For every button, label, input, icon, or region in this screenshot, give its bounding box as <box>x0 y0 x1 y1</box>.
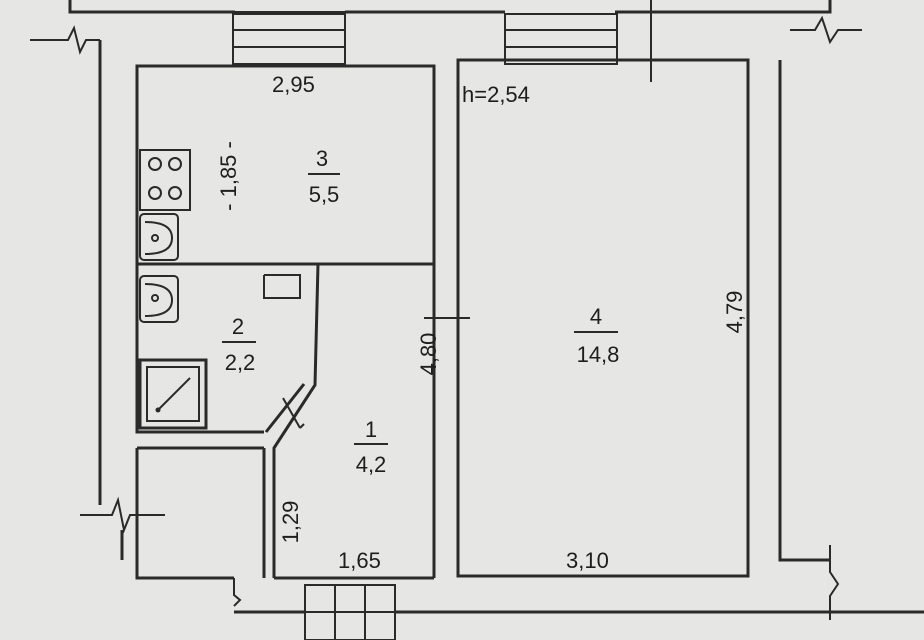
room-4-area: 14,8 <box>577 342 620 367</box>
room-height-dimension: 4,79 <box>722 291 747 334</box>
bathroom-room-2 <box>135 264 264 434</box>
room-width-dimension: 3,10 <box>566 548 609 573</box>
room-1-number: 1 <box>365 417 377 442</box>
top-left-window <box>232 13 346 65</box>
top-outer-wall <box>68 0 832 14</box>
hall-height-dimension: 4,80 <box>416 333 441 376</box>
room-3-number: 3 <box>316 146 328 171</box>
top-right-window <box>504 0 652 82</box>
kitchen-depth-dimension: - 1,85 - <box>216 141 241 211</box>
hall-width-dimension: 1,65 <box>338 548 381 573</box>
right-outer-wall <box>778 15 862 620</box>
bottom-window <box>304 584 396 640</box>
washbasin-icon <box>139 275 179 323</box>
room-1-area: 4,2 <box>356 452 387 477</box>
room-3-label: 3 5,5 <box>308 146 340 207</box>
shower-tray-icon <box>138 358 208 430</box>
kitchen-sink-icon <box>139 213 179 261</box>
closet <box>135 448 234 580</box>
bathroom-door-icon <box>264 383 306 433</box>
room-4-label: 4 14,8 <box>574 304 619 367</box>
kitchen-room-3 <box>135 64 436 266</box>
room-3-area: 5,5 <box>309 182 340 207</box>
room-2-area: 2,2 <box>225 350 256 375</box>
bottom-outer-wall <box>233 578 924 614</box>
hall-small-dimension: 1,29 <box>278 501 303 544</box>
kitchen-width-dimension: 2,95 <box>272 72 315 97</box>
living-room-4 <box>456 58 750 578</box>
stove-icon <box>139 149 191 211</box>
room-1-label: 1 4,2 <box>354 417 388 477</box>
room-4-number: 4 <box>590 304 602 329</box>
room-2-label: 2 2,2 <box>222 314 256 375</box>
ceiling-height-label: h=2,54 <box>462 82 530 107</box>
room-2-number: 2 <box>232 314 244 339</box>
bathroom-niche <box>263 274 301 299</box>
